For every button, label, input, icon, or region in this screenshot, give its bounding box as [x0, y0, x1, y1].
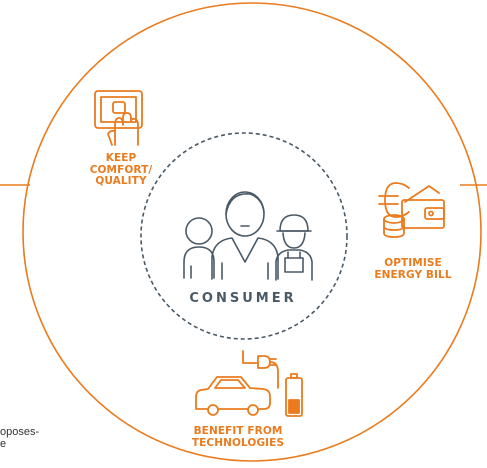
consumer-label: CONSUMER	[189, 291, 297, 306]
technologies-label-line: TECHNOLOGIES	[191, 436, 285, 449]
optimise-energy-bill-label: OPTIMISE ENERGY BILL	[364, 257, 462, 281]
comfort-label-line: QUALITY	[95, 175, 147, 187]
side-text-line: oposes-	[0, 426, 40, 438]
comfort-label-line: COMFORT/	[89, 163, 153, 176]
people-group-icon	[183, 191, 313, 281]
comfort-label-line: KEEP	[105, 152, 137, 164]
energy-bill-label-line: ENERGY BILL	[374, 268, 452, 281]
cropped-side-text: oposes- e	[0, 426, 48, 450]
side-text-line: e	[0, 438, 7, 450]
touch-screen-hand-icon	[94, 90, 143, 146]
outer-circle	[22, 2, 482, 462]
euro-wallet-coins-icon	[378, 182, 445, 238]
benefit-from-technologies-label: BENEFIT FROM TECHNOLOGIES	[178, 425, 298, 449]
electric-car-plug-battery-icon	[195, 350, 303, 417]
keep-comfort-quality-label: KEEP COMFORT/ QUALITY	[82, 152, 160, 188]
technologies-label-line: BENEFIT FROM	[193, 425, 283, 437]
energy-bill-label-line: OPTIMISE	[384, 257, 442, 269]
inner-dashed-circle	[140, 132, 348, 340]
